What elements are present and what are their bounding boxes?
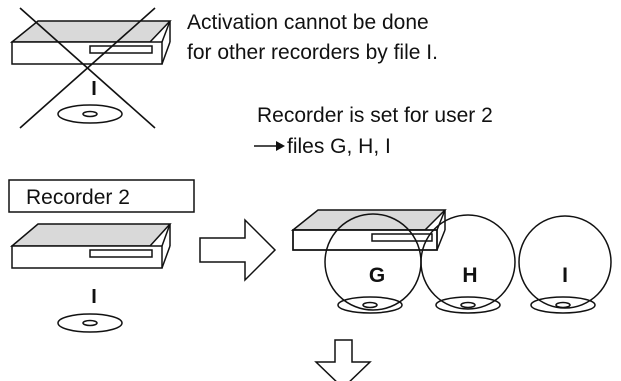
crossed-recorder-group bbox=[9, 7, 172, 129]
recorder-icon bbox=[9, 20, 172, 43]
file-h-circle bbox=[420, 214, 516, 310]
arrow-right-icon bbox=[199, 218, 277, 282]
recorder-icon bbox=[290, 209, 447, 231]
disc-icon bbox=[57, 104, 123, 124]
recorder-label-box bbox=[8, 179, 195, 213]
file-label-g: G bbox=[369, 264, 385, 287]
right-recorder-overlay bbox=[292, 229, 438, 251]
activation-text-line1: Activation cannot be done bbox=[187, 11, 429, 34]
file-label-i: I bbox=[562, 264, 568, 287]
file-circles bbox=[324, 213, 612, 314]
small-arrow-icon bbox=[254, 141, 285, 151]
disc-slot bbox=[89, 45, 153, 54]
file-label-h: H bbox=[462, 264, 477, 287]
disc-label-left: I bbox=[91, 286, 97, 308]
recorder-set-text-line1: Recorder is set for user 2 bbox=[257, 104, 493, 127]
recorder2-group bbox=[9, 223, 172, 333]
activation-text-line2: for other recorders by file I. bbox=[187, 41, 438, 64]
disc-label-top: I bbox=[91, 78, 97, 100]
disc-icon bbox=[57, 313, 123, 333]
recorder-set-text-line2: files G, H, I bbox=[287, 135, 391, 158]
disc-icon bbox=[337, 296, 403, 314]
disc-icon bbox=[435, 296, 501, 314]
file-i-circle bbox=[518, 215, 612, 309]
recorder-icon bbox=[9, 223, 172, 247]
disc-icon bbox=[530, 296, 596, 314]
arrow-down-icon bbox=[314, 339, 372, 381]
recorder-label: Recorder 2 bbox=[26, 186, 130, 209]
